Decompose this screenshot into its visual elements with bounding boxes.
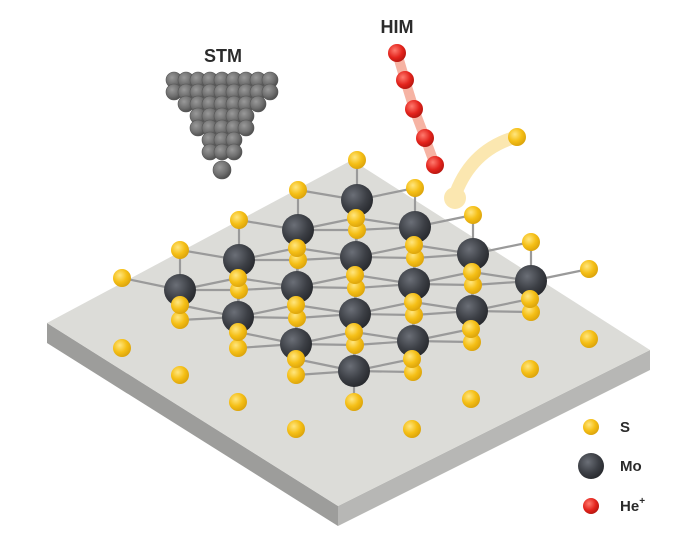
sulfur-atom (403, 420, 421, 438)
sulfur-atom (403, 350, 421, 368)
stm-tip-atom (226, 144, 242, 160)
sulfur-vacancy-glow (444, 187, 466, 209)
helium-ion-beam (388, 44, 444, 174)
sulfur-atom (287, 420, 305, 438)
sulfur-atom (404, 293, 422, 311)
helium-ion (416, 129, 434, 147)
legend-label-he: He+ (620, 496, 645, 515)
sulfur-atom (171, 296, 189, 314)
sputtered-sulfur-atom (508, 128, 526, 146)
helium-ion-icon (583, 498, 599, 514)
stm-tip-atom (250, 96, 266, 112)
sulfur-atom (288, 239, 306, 257)
legend-item-he: He+ (583, 496, 645, 515)
sulfur-atom (464, 206, 482, 224)
sulfur-atom (580, 260, 598, 278)
sulfur-atom (289, 181, 307, 199)
sulfur-atom (347, 209, 365, 227)
sulfur-atom (229, 393, 247, 411)
sulfur-atom (287, 350, 305, 368)
helium-ion (388, 44, 406, 62)
sulfur-atom (348, 151, 366, 169)
sulfur-atom (287, 366, 305, 384)
sulfur-atom (113, 339, 131, 357)
sulfur-atom (405, 236, 423, 254)
stm-tip (166, 72, 278, 179)
helium-ion (405, 100, 423, 118)
sulfur-atom (462, 390, 480, 408)
sulfur-atom (287, 296, 305, 314)
sulfur-atom (463, 263, 481, 281)
stm-label: STM (204, 46, 242, 66)
sulfur-atom (346, 266, 364, 284)
sulfur-atom (230, 211, 248, 229)
sputter-trail (454, 137, 516, 198)
sulfur-atom (229, 323, 247, 341)
legend-label-s: S (620, 419, 630, 436)
legend-superscript-he: + (639, 496, 645, 507)
sulfur-atom (345, 393, 363, 411)
legend-item-mo: Mo (578, 453, 642, 479)
sulfur-atom (580, 330, 598, 348)
sulfur-atom (229, 339, 247, 357)
legend: S Mo He+ (578, 419, 645, 515)
sulfur-atom (229, 269, 247, 287)
stm-apex-atom (213, 161, 231, 179)
sulfur-atom (522, 233, 540, 251)
sulfur-atom (345, 323, 363, 341)
sulfur-atom (462, 320, 480, 338)
sulfur-atom (171, 241, 189, 259)
helium-ion (396, 71, 414, 89)
helium-ion (426, 156, 444, 174)
legend-item-s: S (583, 419, 630, 436)
molybdenum-atom-icon (578, 453, 604, 479)
sputter-event (444, 128, 526, 209)
sulfur-atom (171, 366, 189, 384)
sulfur-atom (113, 269, 131, 287)
sulfur-atom-icon (583, 419, 599, 435)
molybdenum-atom (338, 355, 370, 387)
him-label: HIM (381, 17, 414, 37)
stm-tip-atom (238, 120, 254, 136)
sulfur-atom (406, 179, 424, 197)
legend-label-mo: Mo (620, 458, 642, 475)
stm-tip-atom (262, 84, 278, 100)
sulfur-atom (521, 290, 539, 308)
sulfur-atom (521, 360, 539, 378)
